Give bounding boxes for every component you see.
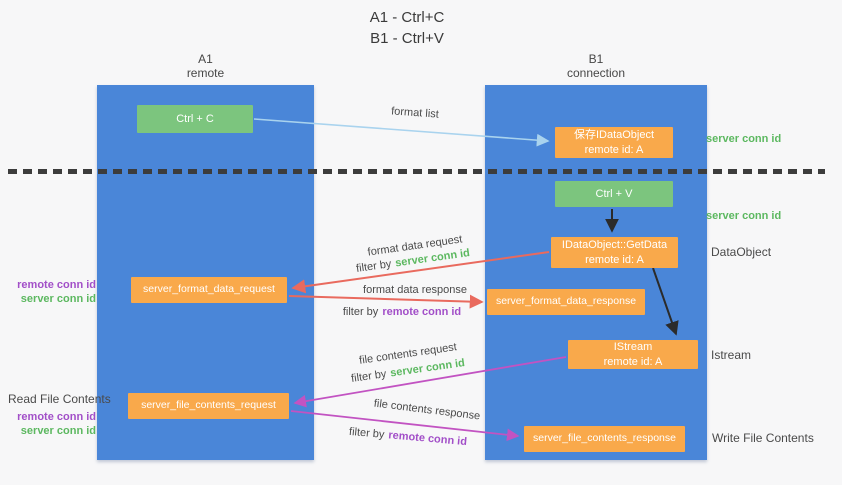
istream-side-label: Istream bbox=[711, 348, 752, 362]
dataobject-side-label: DataObject bbox=[711, 245, 772, 259]
save-dataobject-line2: remote id: A bbox=[584, 143, 644, 156]
istream-box: IStream remote id: A bbox=[568, 340, 698, 369]
remote-conn-id-left-2: remote conn id bbox=[17, 411, 96, 423]
server-file-contents-request-label: server_file_contents_request bbox=[141, 399, 276, 412]
ctrl-v-box: Ctrl + V bbox=[555, 181, 673, 207]
lifeline-b1-name: B1 bbox=[588, 52, 604, 66]
file-contents-response-label: file contents response bbox=[373, 398, 481, 423]
filter-by-text: filter by bbox=[342, 306, 379, 318]
server-format-data-response-box: server_format_data_response bbox=[487, 289, 645, 315]
title-line-b1: B1 - Ctrl+V bbox=[370, 30, 444, 47]
istream-line2: remote id: A bbox=[603, 355, 663, 368]
write-file-contents-label: Write File Contents bbox=[712, 431, 814, 445]
save-dataobject-box: 保存IDataObject remote id: A bbox=[555, 127, 673, 158]
ctrl-v-label: Ctrl + V bbox=[595, 187, 633, 200]
lifeline-b1-subtitle: connection bbox=[566, 66, 626, 81]
filter-by-text: filter by bbox=[355, 258, 393, 275]
format-list-label: format list bbox=[391, 105, 439, 120]
conn-id-group-format: remote conn id server conn id bbox=[12, 278, 96, 306]
filter-by-text: filter by bbox=[350, 368, 388, 385]
filter-by-remote-conn-id-label-2: filter by remote conn id bbox=[349, 426, 468, 448]
format-data-response-arrow bbox=[288, 294, 484, 309]
server-conn-id-left-2: server conn id bbox=[20, 425, 96, 437]
ctrl-c-label: Ctrl + C bbox=[176, 112, 214, 125]
file-contents-response-text: file contents response bbox=[373, 397, 481, 423]
remote-conn-id-text: remote conn id bbox=[387, 429, 468, 449]
remote-conn-id-left-1: remote conn id bbox=[17, 279, 96, 291]
server-conn-id-right-middle: server conn id bbox=[706, 210, 782, 222]
lifeline-a1-header: A1 remote bbox=[97, 52, 314, 81]
server-file-contents-request-box: server_file_contents_request bbox=[128, 393, 289, 419]
save-dataobject-line1: 保存IDataObject bbox=[573, 129, 655, 142]
istream-line1: IStream bbox=[613, 341, 653, 354]
dotted-separator bbox=[8, 169, 825, 174]
server-format-data-response-label: server_format_data_response bbox=[495, 295, 637, 308]
server-conn-id-left-1: server conn id bbox=[20, 293, 96, 305]
title-line-a1: A1 - Ctrl+C bbox=[369, 9, 445, 26]
server-conn-id-right-top: server conn id bbox=[706, 133, 782, 145]
format-list-text: format list bbox=[390, 105, 440, 121]
format-data-response-label: format data response bbox=[363, 284, 467, 296]
format-data-response-text: format data response bbox=[363, 284, 467, 296]
conn-id-group-file: remote conn id server conn id bbox=[12, 410, 96, 438]
lifeline-a1-subtitle: remote bbox=[186, 66, 225, 81]
getdata-box: IDataObject::GetData remote id: A bbox=[551, 237, 678, 268]
lifeline-a1-name: A1 bbox=[198, 52, 213, 66]
lifeline-b1-header: B1 connection bbox=[485, 52, 707, 81]
filter-by-remote-conn-id-label-1: filter by remote conn id bbox=[343, 306, 461, 318]
diagram-title: A1 - Ctrl+C B1 - Ctrl+V bbox=[287, 7, 527, 49]
ctrl-c-box: Ctrl + C bbox=[137, 105, 253, 133]
remote-conn-id-text: remote conn id bbox=[382, 306, 462, 318]
getdata-line1: IDataObject::GetData bbox=[561, 239, 668, 252]
filter-by-text: filter by bbox=[348, 425, 385, 441]
read-file-contents-label: Read File Contents bbox=[8, 392, 111, 406]
server-file-contents-response-label: server_file_contents_response bbox=[532, 432, 676, 445]
server-format-data-request-label: server_format_data_request bbox=[143, 283, 275, 296]
getdata-line2: remote id: A bbox=[585, 253, 644, 266]
server-format-data-request-box: server_format_data_request bbox=[131, 277, 287, 303]
server-file-contents-response-box: server_file_contents_response bbox=[524, 426, 685, 452]
